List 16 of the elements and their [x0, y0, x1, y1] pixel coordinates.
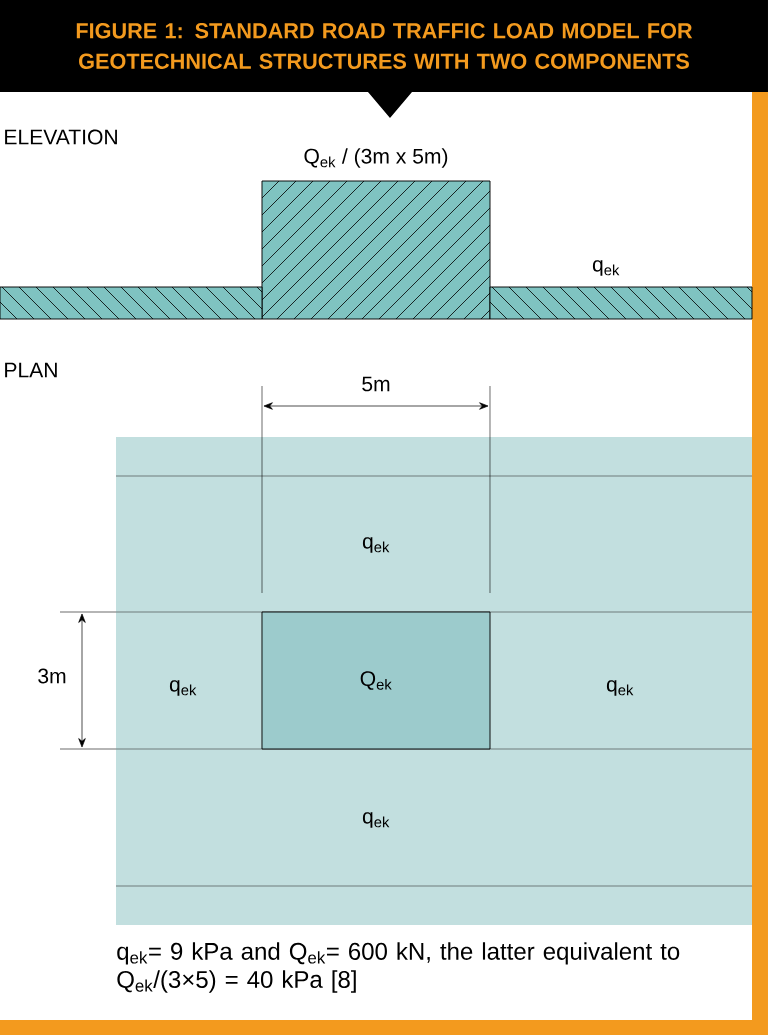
dimension-label: 5m — [362, 376, 390, 392]
section-heading: ELEVATION — [5, 129, 117, 145]
caption: q$_{ek}$= 9 kPa and Q$_{ek}$= 600 kN, the latter equivalent to Q$_{ek}$/(3×5) = 40 kPa [8] — [117, 942, 680, 993]
node-label: q$_{ek}$ — [592, 260, 620, 276]
node-label: Q$_{ek}$ / (3m x 5m) — [304, 148, 448, 168]
load-box: Q$_{ek}$ — [261, 611, 491, 750]
dimension-label: 3m — [38, 668, 66, 684]
load-block: Q$_{ek}$ / (3m x 5m) — [261, 148, 491, 320]
load-label: q$_{ek}$ — [606, 680, 634, 696]
load-strip — [0, 286, 263, 320]
load-label: q$_{ek}$ — [362, 812, 390, 828]
load-strip: q$_{ek}$ — [489, 260, 753, 320]
load-label: q$_{ek}$ — [169, 680, 197, 696]
title: FIGURE 1: STANDARD ROAD TRAFFIC LOAD MODEL FOR GEOTECHNICAL STRUCTURES WITH TWO COMPONENTS — [76, 23, 693, 69]
load-label: q$_{ek}$ — [362, 537, 390, 553]
section-heading: PLAN — [5, 362, 57, 378]
